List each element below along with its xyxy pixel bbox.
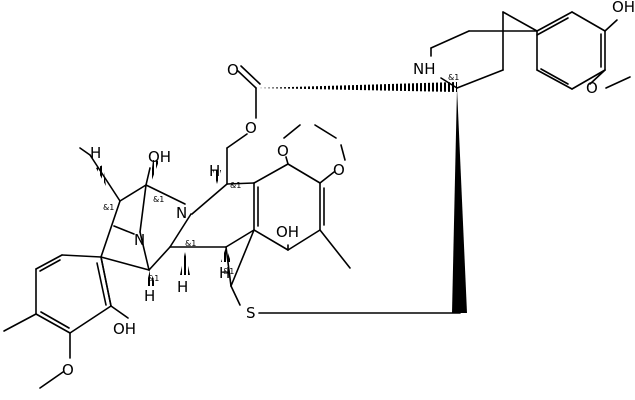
stereo-label-left: &1 [103, 203, 114, 212]
hashed-bond-oh-top [150, 160, 159, 185]
oh-label-middle: OH [276, 223, 299, 241]
o-dioxole-upper-label: O [277, 142, 289, 160]
stereo-label-ester-ch: &1 [230, 181, 241, 190]
h-ester-ch-label: H [209, 162, 220, 180]
oh-label-top-right: OH [612, 0, 635, 16]
o-ester-label: O [245, 119, 257, 137]
stereo-label-spiro: &1 [448, 73, 459, 82]
hashed-bond-h-center [180, 252, 190, 275]
hashed-bond-h-left [96, 165, 106, 186]
h-lower-left-label: H [144, 287, 155, 305]
stereo-label-top-center: &1 [153, 195, 164, 204]
hashed-bond-h-ester [213, 170, 221, 184]
o-dioxole-lower-label: O [333, 161, 345, 179]
stereo-label-s-carbon: &1 [223, 267, 234, 276]
n-bridge-label: N [134, 231, 145, 249]
hashed-bond-h-lower-left [146, 270, 156, 286]
hashed-bond-ester [257, 82, 457, 92]
atom-labels: OH NH O O O O O OH N N OH S OH O H H H H… [62, 0, 635, 379]
stereo-labels: &1 &1 &1 &1 &1 &1 &1 [103, 73, 459, 283]
o-carbonyl-label: O [227, 61, 239, 79]
nh-label: NH [413, 60, 436, 78]
oh-label-bottom-left: OH [113, 320, 136, 338]
stereo-label-center: &1 [185, 239, 196, 248]
h-left-label: H [90, 144, 101, 162]
wedge-bond-spiro [452, 88, 467, 313]
stereo-label-lower-left: &1 [148, 274, 159, 283]
n-ring-label: N [176, 204, 187, 222]
h-center-lower-label: H [177, 278, 188, 296]
o-methoxy-left-label: O [62, 361, 74, 379]
o-methoxy-right-label: O [586, 79, 598, 97]
hashed-bond-h-s [221, 247, 231, 262]
h-s-carbon-label: H [219, 264, 230, 282]
oh-label-top-center: OH [148, 148, 171, 166]
s-label: S [246, 304, 256, 322]
bond-lines [3, 11, 631, 389]
